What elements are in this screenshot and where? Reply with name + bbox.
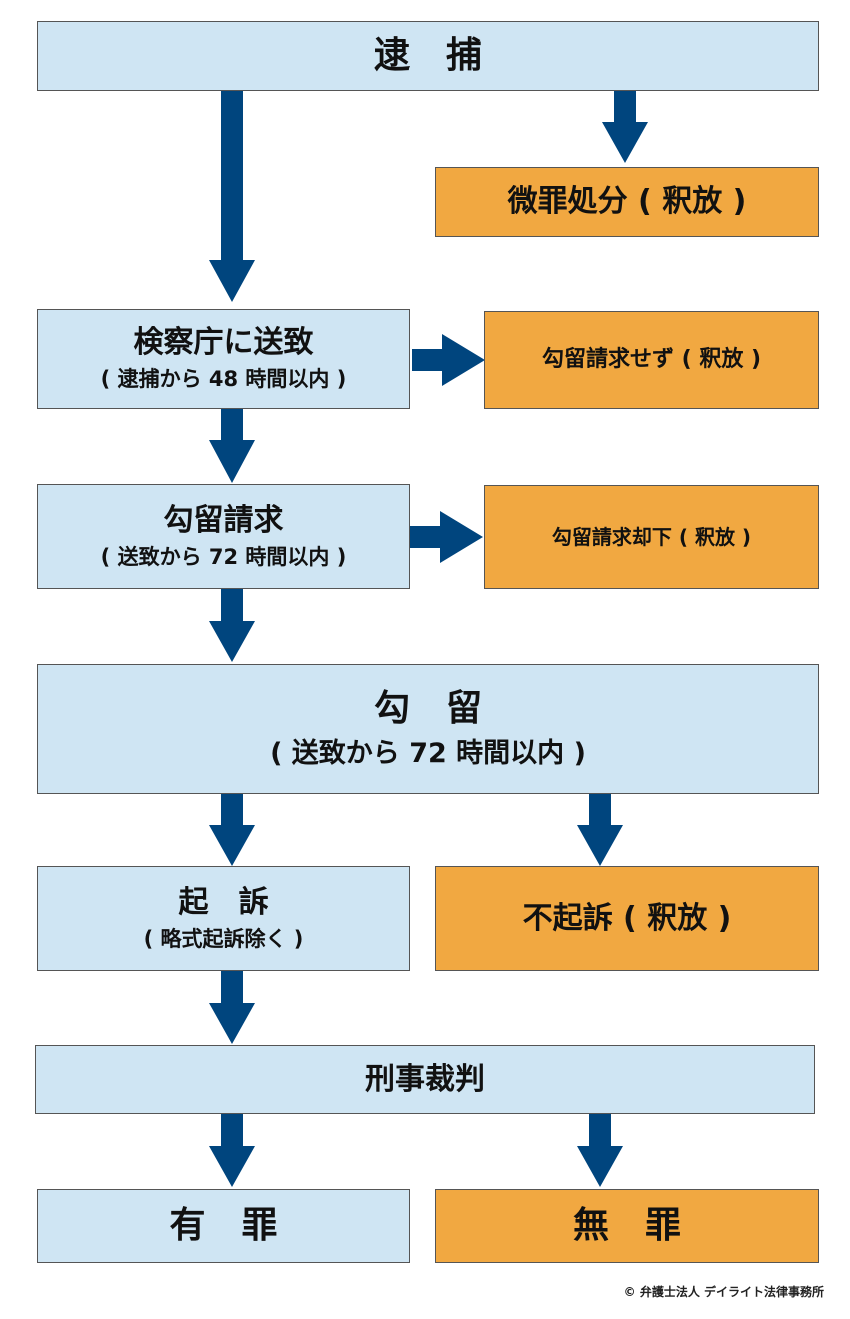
arrow-referral-to-detention-request xyxy=(209,409,255,483)
not-guilty-box: 無 罪 xyxy=(435,1189,819,1263)
referral-time-limit: ( 逮捕から 48 時間以内 ) xyxy=(100,367,347,392)
arrow-indictment-to-trial xyxy=(209,971,255,1044)
arrest-label: 逮 捕 xyxy=(373,35,482,77)
arrow-trial-to-not-guilty xyxy=(577,1114,623,1187)
detention-request-rejected-box: 勾留請求却下 ( 釈放 ) xyxy=(484,485,819,589)
detention-request-time-limit: ( 送致から 72 時間以内 ) xyxy=(100,544,347,569)
not-guilty-label: 無 罪 xyxy=(572,1205,681,1247)
indictment-box: 起 訴 ( 略式起訴除く ) xyxy=(37,866,410,971)
detention-request-box: 勾留請求 ( 送致から 72 時間以内 ) xyxy=(37,484,410,589)
arrest-box: 逮 捕 xyxy=(37,21,819,91)
no-detention-request-label: 勾留請求せず ( 釈放 ) xyxy=(541,346,762,372)
minor-disposition-label: 微罪処分 ( 釈放 ) xyxy=(507,184,747,219)
arrow-referral-to-no-detention-request xyxy=(412,334,485,386)
detention-request-title: 勾留請求 xyxy=(163,502,284,538)
arrow-detention-to-non-indictment xyxy=(577,794,623,866)
detention-box: 勾 留 ( 送致から 72 時間以内 ) xyxy=(37,664,819,794)
criminal-trial-box: 刑事裁判 xyxy=(35,1045,815,1114)
guilty-box: 有 罪 xyxy=(37,1189,410,1263)
criminal-trial-label: 刑事裁判 xyxy=(365,1061,485,1097)
referral-box: 検察庁に送致 ( 逮捕から 48 時間以内 ) xyxy=(37,309,410,409)
arrow-trial-to-guilty xyxy=(209,1114,255,1187)
arrow-detention-request-to-rejected xyxy=(409,511,483,563)
referral-title: 検察庁に送致 xyxy=(133,325,314,361)
arrow-detention-to-indictment xyxy=(209,794,255,866)
arrow-arrest-to-referral xyxy=(209,90,255,302)
indictment-note: ( 略式起訴除く ) xyxy=(143,926,304,951)
no-detention-request-box: 勾留請求せず ( 釈放 ) xyxy=(484,311,819,409)
indictment-title: 起 訴 xyxy=(178,884,269,920)
non-indictment-label: 不起訴 ( 釈放 ) xyxy=(522,900,732,936)
detention-time-limit: ( 送致から 72 時間以内 ) xyxy=(270,738,586,770)
non-indictment-box: 不起訴 ( 釈放 ) xyxy=(435,866,819,971)
minor-disposition-box: 微罪処分 ( 釈放 ) xyxy=(435,167,819,237)
detention-title: 勾 留 xyxy=(373,688,482,730)
guilty-label: 有 罪 xyxy=(169,1205,278,1247)
arrow-arrest-to-minor-disposition xyxy=(602,90,648,163)
detention-request-rejected-label: 勾留請求却下 ( 釈放 ) xyxy=(551,525,752,549)
copyright-notice: © 弁護士法人 デイライト法律事務所 xyxy=(623,1285,824,1299)
arrow-detention-request-to-detention xyxy=(209,589,255,662)
